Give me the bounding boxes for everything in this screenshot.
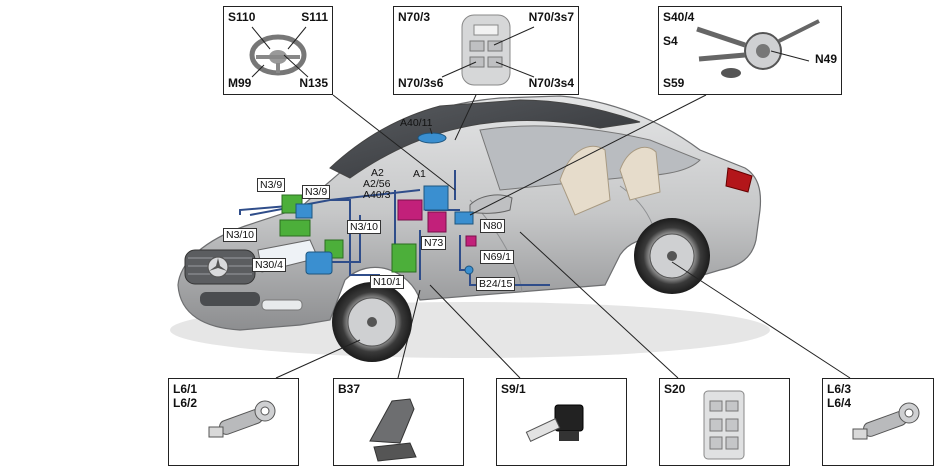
label-n69-1: N69/1 — [480, 250, 515, 264]
label-n135: N135 — [299, 76, 328, 90]
label-b24-15: B24/15 — [476, 277, 516, 291]
callout-rear-wheel-sensor: L6/3 L6/4 — [822, 378, 934, 466]
label-l6-4: L6/4 — [827, 396, 852, 410]
module-a40-11 — [417, 132, 447, 144]
label-n3-10-left: N3/10 — [223, 228, 258, 242]
label-s111: S111 — [301, 10, 328, 24]
label-n30-4: N30/4 — [252, 258, 287, 272]
label-n10-1: N10/1 — [370, 275, 405, 289]
label-n3-9-right: N3/9 — [302, 185, 331, 199]
label-n80: N80 — [480, 219, 506, 233]
module-n3-9-right — [295, 203, 313, 219]
label-s20: S20 — [664, 382, 686, 396]
module-n10-1 — [391, 243, 417, 273]
label-n73: N73 — [421, 236, 447, 250]
module-n73 — [427, 211, 447, 233]
module-a1 — [423, 185, 449, 211]
label-s4: S4 — [663, 34, 678, 48]
label-m99: M99 — [228, 76, 252, 90]
label-n3-10-right: N3/10 — [347, 220, 382, 234]
callout-column-switch: S40/4 S4 N49 S59 — [658, 6, 842, 95]
wheel-sensor-icon — [208, 400, 276, 438]
label-b37: B37 — [338, 382, 361, 396]
tail-light — [725, 167, 753, 193]
module-n30-4 — [305, 251, 333, 275]
label-l6-1: L6/1 — [173, 382, 198, 396]
label-n70-3s7: N70/3s7 — [528, 10, 574, 24]
callout-s20: S20 — [659, 378, 790, 466]
module-n69-1 — [465, 235, 477, 247]
label-n70-3: N70/3 — [398, 10, 431, 24]
module-b24-15 — [464, 265, 474, 275]
label-n49: N49 — [814, 52, 837, 66]
label-s59: S59 — [663, 76, 685, 90]
module-n80 — [454, 211, 474, 225]
callout-overhead-panel: N70/3 N70/3s7 N70/3s6 N70/3s4 — [393, 6, 579, 95]
label-s40-4: S40/4 — [663, 10, 695, 24]
rear-wheel-sensor-icon — [852, 402, 920, 440]
callout-s9-1: S9/1 — [496, 378, 627, 466]
label-a1: A1 — [413, 168, 426, 180]
brake-switch-icon — [525, 404, 584, 442]
label-l6-2: L6/2 — [173, 396, 198, 410]
label-l6-3: L6/3 — [827, 382, 852, 396]
callout-b37: B37 — [333, 378, 464, 466]
module-a2 — [397, 199, 423, 221]
overhead-panel-icon — [441, 14, 535, 86]
column-switch-icon — [696, 19, 820, 78]
leader-lines — [275, 94, 851, 379]
label-n3-9-left: N3/9 — [257, 178, 286, 192]
label-a40-3: A40/3 — [363, 189, 391, 201]
steering-wheel-icon — [249, 26, 309, 78]
callout-front-wheel-sensor: L6/1 L6/2 — [168, 378, 299, 466]
window-switch-icon — [703, 390, 745, 460]
label-a2-56: A2/56 — [363, 178, 391, 190]
label-a2: A2 — [371, 167, 384, 179]
label-n70-3s6: N70/3s6 — [398, 76, 444, 90]
network-wiring — [239, 170, 550, 286]
label-a40-11: A40/11 — [400, 117, 433, 129]
pedal-icon — [369, 398, 417, 462]
label-s110: S110 — [228, 10, 256, 24]
label-n70-3s4: N70/3s4 — [528, 76, 574, 90]
label-s9-1: S9/1 — [501, 382, 526, 396]
callout-steering-wheel: S110 S111 M99 N135 — [223, 6, 333, 95]
module-n3-10-left — [279, 219, 311, 237]
